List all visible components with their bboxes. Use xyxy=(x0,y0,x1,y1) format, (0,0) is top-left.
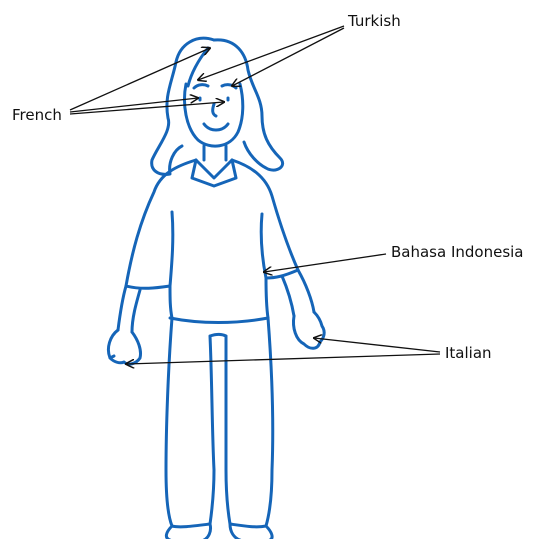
right-shoe xyxy=(230,524,272,539)
neck xyxy=(204,146,226,160)
hair-right xyxy=(214,40,283,170)
leader-bahasa-arm xyxy=(264,254,386,272)
leader-italian-left-hand xyxy=(126,354,440,364)
shirt-hem xyxy=(170,318,268,323)
right-hand xyxy=(293,312,324,348)
right-forearm xyxy=(282,270,314,316)
nose xyxy=(213,104,216,116)
left-forearm xyxy=(118,286,140,332)
mouth xyxy=(204,124,228,130)
label-french: French xyxy=(12,108,62,123)
left-eyebrow xyxy=(194,85,208,88)
right-sleeve-inner xyxy=(261,214,266,278)
leader-turkish-eyebrow xyxy=(232,28,344,86)
label-turkish: Turkish xyxy=(348,14,401,29)
collar xyxy=(192,160,236,186)
trousers xyxy=(166,318,273,526)
leader-lines xyxy=(70,26,440,364)
trousers-inner-leg xyxy=(210,335,230,525)
leader-turkish-hair xyxy=(198,26,344,80)
left-shoe xyxy=(166,524,210,539)
label-bahasa-indonesia: Bahasa Indonesia xyxy=(391,245,524,260)
leader-italian-right-hand xyxy=(314,338,440,352)
label-italian: Italian xyxy=(445,346,492,361)
left-sleeve-inner xyxy=(170,212,173,286)
left-hand xyxy=(108,330,140,364)
woman-figure xyxy=(108,38,324,539)
